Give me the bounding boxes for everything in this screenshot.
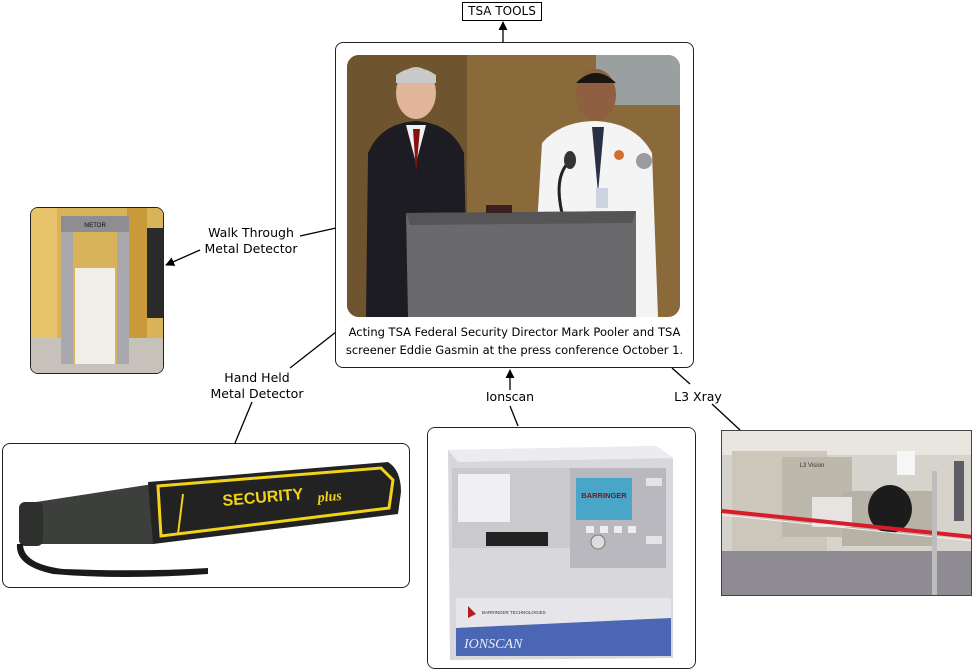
diagram-title: TSA TOOLS xyxy=(462,2,542,21)
ionscan-screen-brand-text: BARRINGER xyxy=(581,491,627,500)
ionscan-card: BARRINGER BARRINGER TECHNOLOGIES IONSCAN xyxy=(427,427,696,669)
xray-card: L3 Vision xyxy=(721,430,972,596)
line-handheld-to-card xyxy=(235,402,252,443)
line-ionscan-to-card xyxy=(510,406,518,426)
walk-through-card: METOR xyxy=(30,207,164,374)
walk-through-photo: METOR xyxy=(31,208,164,374)
line-xray-to-center xyxy=(672,368,690,384)
hand-held-label: Hand Held Metal Detector xyxy=(200,370,314,402)
hand-held-card: SECURITY plus xyxy=(2,443,410,588)
wand-brand2-text: plus xyxy=(316,489,343,506)
line-handheld-to-center xyxy=(290,332,336,368)
ionscan-label: Ionscan xyxy=(470,389,550,405)
xray-machine-photo: L3 Vision xyxy=(722,431,972,596)
ionscan-maker-text: BARRINGER TECHNOLOGIES xyxy=(482,610,546,615)
xray-label: L3 Xray xyxy=(663,389,733,405)
hand-held-wand-photo: SECURITY plus xyxy=(3,444,410,588)
hand-held-label-line1: Hand Held xyxy=(200,370,314,386)
press-conference-photo xyxy=(336,43,694,325)
center-photo-card: Acting TSA Federal Security Director Mar… xyxy=(335,42,694,368)
line-xray-to-card xyxy=(712,404,740,430)
walk-through-label: Walk Through Metal Detector xyxy=(192,225,310,257)
walkthrough-brand-text: METOR xyxy=(84,223,106,229)
ionscan-device-photo: BARRINGER BARRINGER TECHNOLOGIES IONSCAN xyxy=(428,428,696,669)
ionscan-panel-text: IONSCAN xyxy=(463,637,523,652)
caption-line-1: Acting TSA Federal Security Director Mar… xyxy=(336,323,693,341)
walk-through-label-line1: Walk Through xyxy=(192,225,310,241)
caption-line-2: screener Eddie Gasmin at the press confe… xyxy=(336,341,693,359)
hand-held-label-line2: Metal Detector xyxy=(200,386,314,402)
xray-brand-text: L3 Vision xyxy=(800,463,825,469)
walk-through-label-line2: Metal Detector xyxy=(192,241,310,257)
